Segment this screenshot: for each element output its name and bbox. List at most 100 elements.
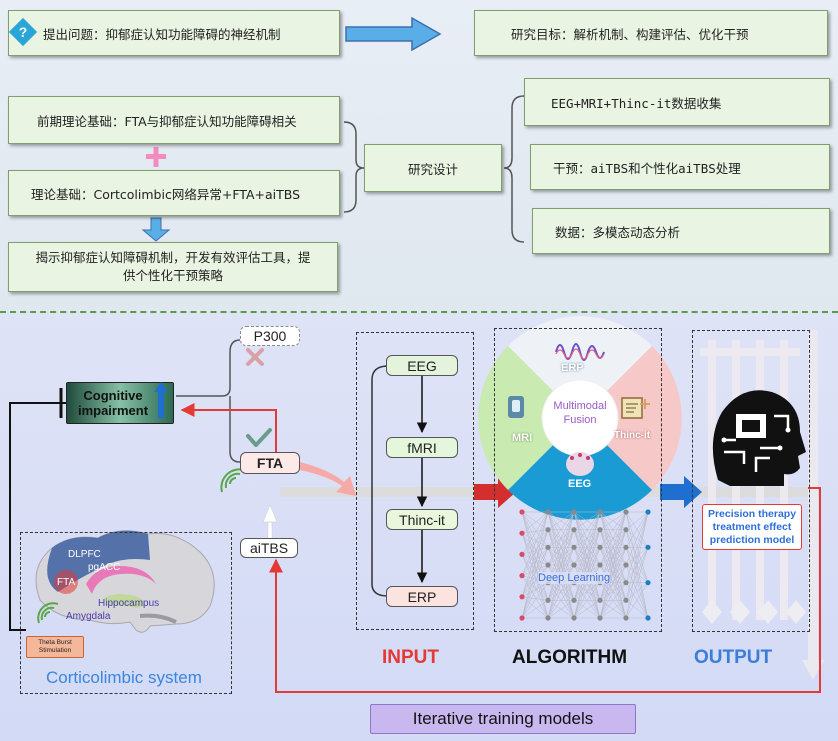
dl-edge <box>521 554 549 566</box>
dl-node <box>623 580 629 586</box>
red-feedback-arrow <box>180 403 277 452</box>
input-eeg: EEG <box>386 355 458 376</box>
input-fmri: fMRI <box>386 437 458 458</box>
dl-node <box>597 597 603 603</box>
dl-edge <box>573 511 601 566</box>
dl-node <box>645 509 651 515</box>
dl-node <box>571 509 577 515</box>
dl-edge <box>625 511 649 583</box>
eeg-sector-label: EEG <box>568 478 592 490</box>
amygdala-label: Amygdala <box>66 611 111 622</box>
dl-node <box>571 544 577 550</box>
input-box <box>356 332 474 630</box>
dl-node <box>645 580 651 586</box>
dl-edge <box>521 529 549 576</box>
dl-node <box>623 544 629 550</box>
dl-edge <box>573 511 601 619</box>
thinc-sector-label: Thinc-it <box>614 430 651 441</box>
dl-edge <box>521 564 549 576</box>
tbs-badge: Theta Burst Stimulation <box>26 636 84 658</box>
check-icon <box>246 428 272 447</box>
dl-edge <box>521 554 549 601</box>
dl-node <box>545 562 551 568</box>
dl-edge <box>625 511 649 548</box>
pgacc-label: pgACC <box>88 562 121 573</box>
dl-edge <box>625 511 649 619</box>
dl-edge <box>521 529 549 597</box>
mri-sector-label: MRI <box>512 432 533 444</box>
ai-head-icon <box>712 390 806 486</box>
prior-basis-box: 前期理论基础：FTA与抑郁症认知功能障碍相关 <box>8 96 340 144</box>
deep-learning-label: Deep Learning <box>538 572 611 584</box>
dl-edge <box>521 511 549 619</box>
mri-icon <box>508 396 524 418</box>
dl-node <box>519 530 525 536</box>
section-divider <box>0 311 838 313</box>
dl-node <box>597 544 603 550</box>
dl-node <box>645 615 651 621</box>
dl-edge <box>521 547 549 555</box>
dl-edge <box>521 564 549 597</box>
input-title: INPUT <box>382 647 439 668</box>
p300-node: P300 <box>240 326 300 346</box>
dl-edge <box>521 511 549 601</box>
dl-node <box>519 594 525 600</box>
prediction-model-box: Precision therapy treatment effect predi… <box>702 504 802 550</box>
dl-edge <box>521 529 549 619</box>
fusion-label: Multimodal Fusion <box>553 400 607 426</box>
dl-edge <box>521 547 549 576</box>
design-box: 研究设计 <box>364 144 502 192</box>
output-title: OUTPUT <box>694 647 773 668</box>
dl-edge <box>599 529 627 619</box>
dl-edge <box>625 582 649 601</box>
dl-node <box>545 527 551 533</box>
dl-edge <box>521 529 549 555</box>
dl-edge <box>573 511 601 548</box>
question-box: 提出问题：抑郁症认知功能障碍的神经机制 <box>8 10 340 56</box>
erp-wave <box>555 343 605 361</box>
dl-edge <box>521 511 549 566</box>
outcome-box: 揭示抑郁症认知障碍机制，开发有效评估工具，提供个性化干预策略 <box>8 242 338 292</box>
dl-edge <box>521 511 549 583</box>
aitbs-node: aiTBS <box>240 538 298 558</box>
dl-edge <box>547 511 575 530</box>
dl-edge <box>521 575 549 601</box>
cross-icon <box>246 348 264 366</box>
inhibit-line <box>9 402 66 631</box>
dl-node <box>623 509 629 515</box>
dl-edge <box>521 533 549 601</box>
dl-edge <box>573 511 601 601</box>
dl-node <box>571 615 577 621</box>
dl-node <box>545 615 551 621</box>
branch-intervention-box: 干预：aiTBS和个性化aiTBS处理 <box>530 144 830 190</box>
basis-box: 理论基础：Cortcolimbic网络异常+FTA+aiTBS <box>8 170 340 216</box>
dl-edge <box>599 511 627 566</box>
dl-edge <box>599 564 627 619</box>
cognitive-impairment-node: Cognitive impairment <box>66 382 174 424</box>
dl-edge <box>521 511 549 597</box>
dl-edge <box>599 511 627 530</box>
dl-node <box>545 544 551 550</box>
dl-node <box>519 551 525 558</box>
brain-illustration <box>35 530 215 633</box>
wheel-erp <box>508 316 652 418</box>
dl-node <box>597 509 603 515</box>
dl-edge <box>625 600 649 619</box>
dl-edge <box>599 582 627 619</box>
dl-edge <box>521 511 549 534</box>
dl-edge <box>599 511 627 619</box>
dl-edge <box>599 511 627 601</box>
dl-edge <box>547 511 575 583</box>
erp-wave-2 <box>555 348 605 360</box>
dl-node <box>519 573 525 579</box>
input-thinc: Thinc-it <box>386 509 458 530</box>
dl-node <box>571 597 577 603</box>
dl-edge <box>547 511 575 566</box>
output-diamonds <box>702 600 806 624</box>
dl-node <box>571 527 577 533</box>
dl-edge <box>625 547 649 619</box>
output-box <box>692 330 810 632</box>
dl-edge <box>573 511 601 530</box>
dl-edge <box>573 600 601 619</box>
input-erp: ERP <box>386 586 458 607</box>
